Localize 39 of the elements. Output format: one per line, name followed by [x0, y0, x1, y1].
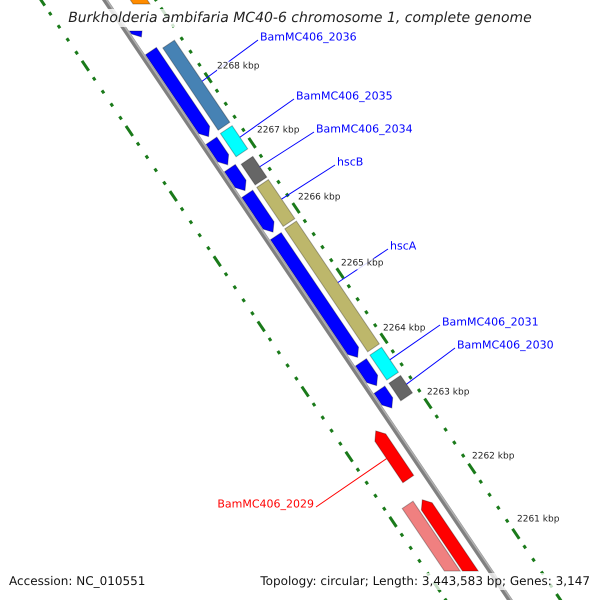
gene-bar — [402, 500, 462, 572]
leader-line — [316, 458, 388, 508]
gene-label: hscA — [390, 240, 416, 252]
scale-label: 2262 kbp — [472, 452, 514, 462]
cds-block — [128, 30, 143, 38]
scale-label: 2266 kbp — [298, 192, 340, 204]
gene-bar — [220, 125, 248, 158]
leader-line — [281, 164, 336, 200]
scale-label: 2263 kbp — [427, 388, 470, 398]
gene-label: BamMC406_2035 — [296, 90, 393, 102]
cds-block — [144, 46, 210, 138]
leader-line — [406, 348, 456, 385]
accession-text: Accession: NC_010551 — [7, 573, 148, 590]
cds-block — [241, 190, 275, 233]
scale-label: 2265 kbp — [341, 258, 384, 270]
cds-block — [354, 358, 378, 386]
gene-bar — [420, 499, 480, 572]
leader-line — [239, 98, 294, 138]
scale-label: 2267 kbp — [257, 126, 300, 136]
cds-block — [224, 164, 247, 192]
gene-bar — [256, 178, 296, 228]
genome-info-text: Topology: circular; Length: 3,443,583 bp; Genes: 3,147 — [258, 573, 592, 590]
gene-bar — [240, 156, 268, 186]
scale-label: 2261 kbp — [517, 514, 560, 526]
cds-block — [373, 385, 394, 409]
gene-bar — [388, 374, 414, 402]
gene-label: BamMC406_2030 — [457, 338, 554, 352]
gene-bar — [369, 346, 400, 381]
cds-block — [205, 136, 230, 166]
gene-label: BamMC406_2029 — [217, 498, 314, 510]
gene-label: BamMC406_2034 — [316, 122, 413, 136]
gene-label: BamMC406_2036 — [260, 30, 357, 44]
gene-bar — [374, 430, 414, 484]
gene-label: hscB — [337, 156, 364, 168]
leader-line — [389, 324, 440, 360]
scale-label: 2264 kbp — [383, 324, 426, 334]
gene-label: BamMC406_2031 — [442, 316, 539, 328]
leader-line — [259, 132, 314, 168]
scale-label: 2268 kbp — [217, 62, 260, 72]
